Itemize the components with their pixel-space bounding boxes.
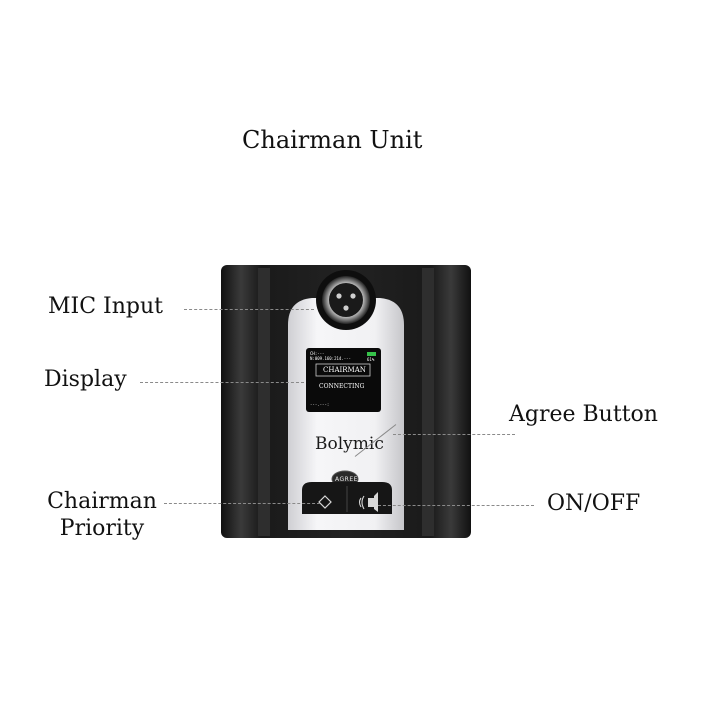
leader-display xyxy=(140,382,304,383)
brand-logo: Bolymic xyxy=(315,434,384,454)
battery-indicator xyxy=(367,352,376,356)
label-display: Display xyxy=(44,367,127,392)
speaker-wave-icon xyxy=(358,492,378,512)
diamond-priority-icon xyxy=(318,495,332,509)
page-title: Chairman Unit xyxy=(242,126,423,154)
xlr-connector-icon xyxy=(316,270,376,330)
leader-on-off xyxy=(378,505,534,506)
label-agree-button: Agree Button xyxy=(509,402,658,427)
leader-mic-input xyxy=(184,309,314,310)
leader-chairman-priority xyxy=(164,503,320,504)
screen-footer: ---.---: xyxy=(310,402,330,407)
label-mic-input: MIC Input xyxy=(48,294,163,319)
screen-mode: CHAIRMAN xyxy=(323,366,366,374)
label-on-off: ON/OFF xyxy=(547,491,641,516)
leader-agree-button xyxy=(393,434,515,435)
agree-button-label: AGREE xyxy=(335,476,358,483)
screen-status: CONNECTING xyxy=(319,383,365,390)
screen-battery: 61% xyxy=(367,357,375,362)
screen-line1: CH:--- xyxy=(310,351,325,356)
label-chairman-priority: Chairman Priority xyxy=(47,489,157,541)
screen-line2: N:009.160:214.--- xyxy=(310,356,351,361)
